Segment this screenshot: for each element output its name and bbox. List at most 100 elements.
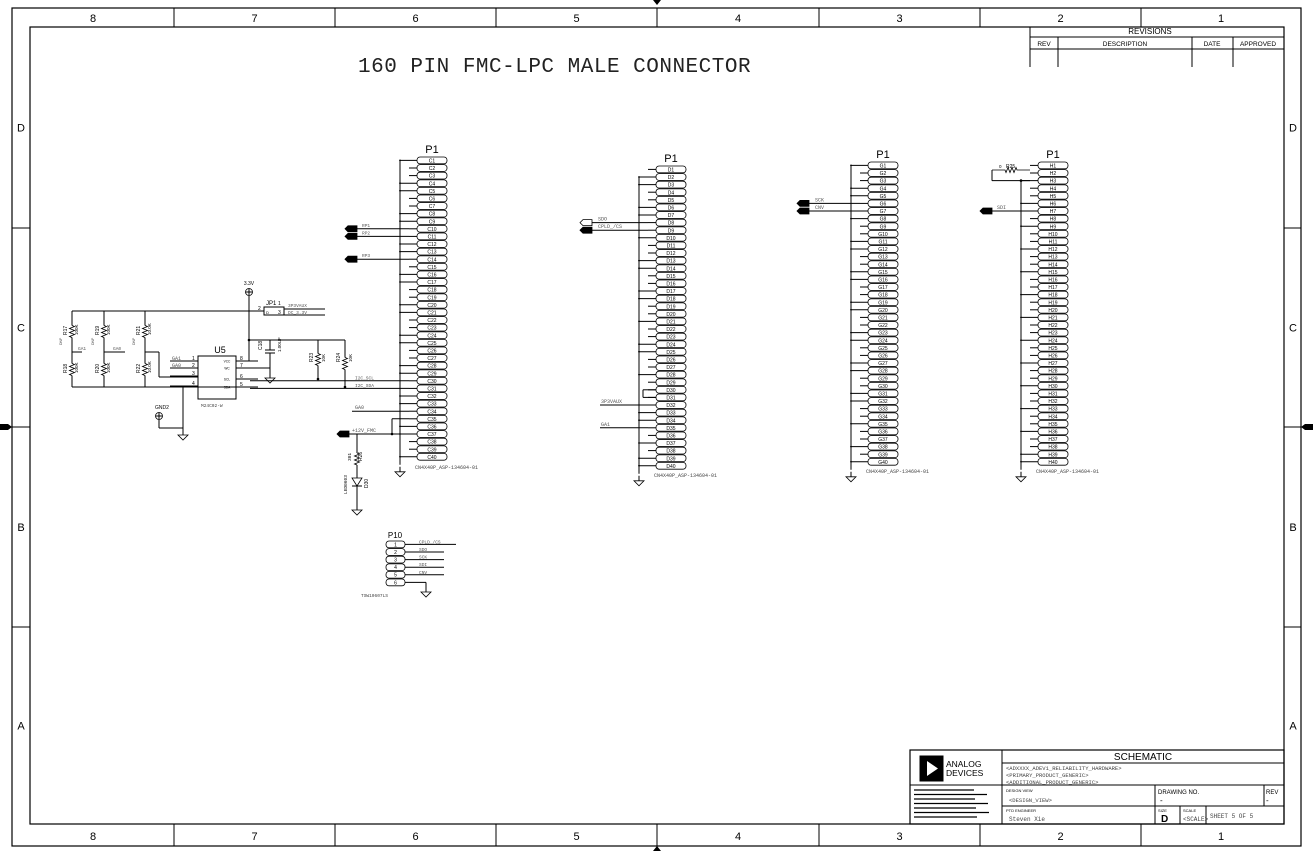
junction-dot <box>638 442 640 444</box>
project-name: <PRIMARY_PRODUCT_GENERIC> <box>1006 772 1089 779</box>
connector-pin: D7 <box>655 211 687 219</box>
pin-label: C3 <box>429 174 436 180</box>
power-label: GND2 <box>155 405 169 411</box>
zone-row-label: C <box>17 323 25 335</box>
resistor-icon <box>100 352 108 387</box>
led-icon <box>351 477 363 487</box>
junction-dot <box>638 464 640 467</box>
pin-label: G33 <box>878 407 888 413</box>
pin-label: H2 <box>1050 171 1057 177</box>
pin-label: D40 <box>666 464 675 470</box>
doc-type: SCHEMATIC <box>1114 752 1172 763</box>
pin-label: H23 <box>1048 331 1057 337</box>
zone-column-label: 7 <box>251 831 257 843</box>
pin-label: C1 <box>429 159 436 165</box>
resistor-ref: R18 <box>63 364 69 373</box>
zone-row-label: B <box>17 522 24 534</box>
pin-label: C37 <box>427 432 436 438</box>
connector-pin: H26 <box>1037 351 1069 360</box>
drawing-no-value: - <box>1160 796 1163 805</box>
connector-pin: C2 <box>416 164 448 172</box>
resistor-icon <box>141 311 149 352</box>
dnp-label: DNP <box>59 337 63 345</box>
ic-part: M24C02-W <box>201 403 223 409</box>
pin-label: C34 <box>427 409 436 415</box>
label: 2 <box>258 306 261 312</box>
resistor-value: 100K <box>74 362 79 373</box>
pin-label: H16 <box>1048 278 1057 284</box>
zone-column-label: 6 <box>412 831 418 843</box>
junction-dot <box>850 460 852 463</box>
led-ref: D30 <box>364 479 370 488</box>
zone-row-label: B <box>1289 522 1296 534</box>
connector-pin: C5 <box>416 186 448 195</box>
jumper-ref: JP1 <box>266 301 277 307</box>
dnp-label: DNP <box>132 337 136 345</box>
junction-dot <box>850 217 852 220</box>
pin-number: 2 <box>192 363 195 369</box>
resistor-icon <box>141 352 149 387</box>
resistor-icon <box>353 448 361 470</box>
pin-label: C33 <box>427 402 436 408</box>
resistor-value: 10K <box>321 354 326 362</box>
connector-h: P1H1H2H3H4H5H6H7H8H9H10H11H12H13H14H15H1… <box>1020 149 1099 475</box>
capacitor-ref: C18 <box>258 341 264 350</box>
connector-pin: G9 <box>867 222 899 230</box>
connector-pin: C36 <box>416 422 448 431</box>
net-label: SCK <box>419 555 427 561</box>
connector-pin: D2 <box>655 173 687 181</box>
connector-pin: C19 <box>416 293 448 301</box>
sheet-number: SHEET 5 OF 5 <box>1210 813 1254 820</box>
connector-pin: H11 <box>1037 237 1069 246</box>
pin-label: C18 <box>427 288 436 294</box>
pin-label: C23 <box>427 326 436 332</box>
pin-number: 4 <box>394 565 397 571</box>
dnp-label: DNP <box>91 337 95 345</box>
company-name: DEVICES <box>946 768 984 778</box>
zone-column-label: 4 <box>735 13 741 25</box>
junction-dot <box>399 212 401 215</box>
resistor-icon <box>314 340 322 379</box>
connector-pin: G14 <box>867 260 899 268</box>
junction-dot <box>850 240 852 243</box>
pin-label: G18 <box>878 293 888 299</box>
resistor-ref: R20 <box>95 364 101 373</box>
connector-pin: C7 <box>416 202 448 210</box>
ic-ref: U5 <box>214 345 226 355</box>
ground-icon <box>264 373 276 384</box>
connector-pin: C38 <box>416 437 448 446</box>
offpage-port-icon <box>796 207 810 215</box>
center-marker-icon <box>653 0 661 5</box>
pin-label: D33 <box>666 411 675 417</box>
pin-label: C29 <box>427 371 436 377</box>
connector-pin: D21 <box>655 317 687 326</box>
header-ref: P10 <box>388 531 403 540</box>
resistor-value: 10K <box>348 354 353 362</box>
pin-label: D31 <box>666 396 675 402</box>
pin-name: SCL <box>224 378 230 382</box>
pin-label: H40 <box>1048 460 1057 466</box>
net-label: SDO <box>598 217 607 223</box>
zone-column-label: 4 <box>735 831 741 843</box>
pin-label: G16 <box>878 278 888 284</box>
connector-pin: G5 <box>867 191 899 200</box>
junction-dot <box>1020 270 1022 273</box>
junction-dot <box>1020 202 1022 205</box>
ground-icon <box>1015 471 1027 483</box>
net-label: GA0 <box>355 405 364 411</box>
resistor-ref: R26 <box>358 452 364 461</box>
resistor-ref: R22 <box>136 364 142 373</box>
net-label: SDI <box>997 205 1006 211</box>
connector-pin: G8 <box>867 214 899 223</box>
net-label: CNV <box>815 205 824 211</box>
pin-number: 5 <box>394 573 397 579</box>
pin-label: G39 <box>878 452 888 458</box>
pin-label: H13 <box>1048 255 1057 261</box>
connector-pin: G24 <box>867 336 899 344</box>
pin-label: C40 <box>427 455 436 461</box>
pin-label: G11 <box>878 240 887 246</box>
net-label: GA1 <box>601 422 610 428</box>
pin-label: G24 <box>878 338 888 344</box>
pin-label: C20 <box>427 303 436 309</box>
